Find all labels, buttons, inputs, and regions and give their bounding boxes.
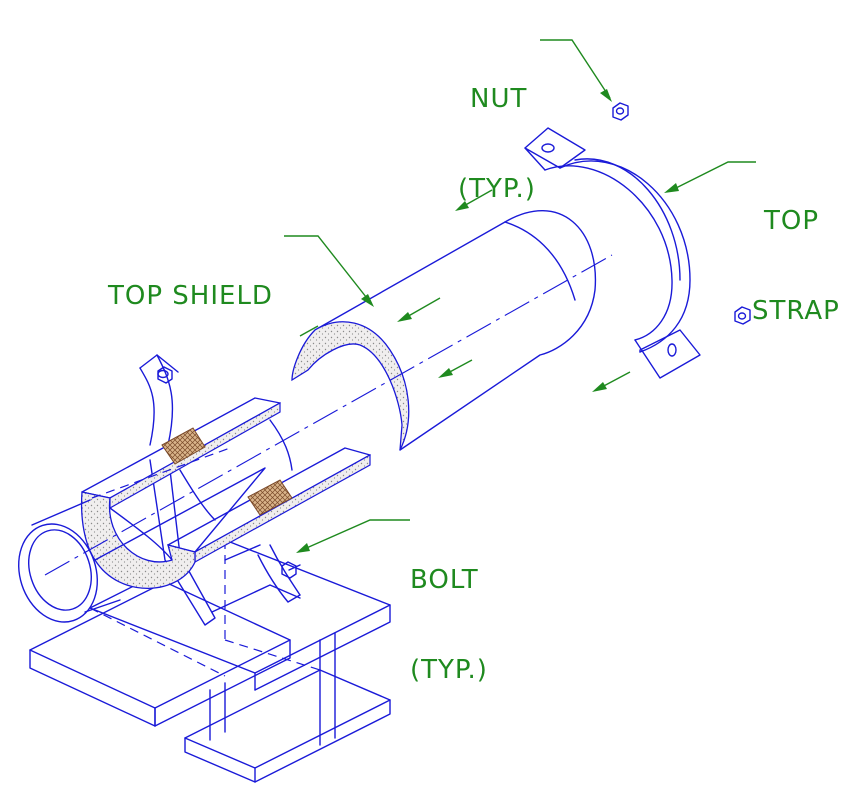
bolt-upper-icon [157, 366, 173, 384]
nut-label: NUT (TYP.) [458, 24, 536, 264]
nuts [612, 102, 751, 325]
top-shield-label: TOP SHIELD [108, 221, 273, 371]
pipe [17, 447, 231, 623]
nut-upper-icon [612, 102, 629, 121]
assembly-centerline [44, 254, 613, 576]
bolt-label-line2: (TYP.) [410, 655, 488, 685]
top-strap-leader [664, 161, 756, 193]
assembly-arrow-1 [455, 189, 493, 211]
nut-leader [540, 39, 612, 102]
top-strap [524, 127, 701, 379]
top-strap-label: TOP STRAP [752, 146, 840, 386]
assembly-arrow-4 [592, 371, 631, 392]
i-beam [29, 539, 391, 783]
bottom-strap [139, 354, 301, 626]
top-strap-label-line1: TOP [764, 206, 820, 236]
bolt-label-line1: BOLT [410, 565, 479, 595]
top-shield [291, 210, 597, 451]
top-shield-label-line1: TOP SHIELD [108, 281, 273, 311]
bolt-lower-icon [281, 561, 301, 579]
bolt-label: BOLT (TYP.) [410, 505, 488, 745]
bolt-leader [296, 519, 410, 553]
nut-label-line2: (TYP.) [458, 174, 536, 204]
bolts [157, 366, 301, 579]
assembly-arrow-5 [299, 325, 319, 337]
top-strap-label-line2: STRAP [752, 296, 840, 326]
bottom-shield [80, 397, 371, 590]
assembly-arrow-3 [438, 359, 473, 378]
nut-right-icon [734, 306, 751, 325]
assembly-arrow-2 [397, 297, 441, 322]
top-shield-leader [284, 235, 374, 307]
nut-label-line1: NUT [470, 84, 528, 114]
